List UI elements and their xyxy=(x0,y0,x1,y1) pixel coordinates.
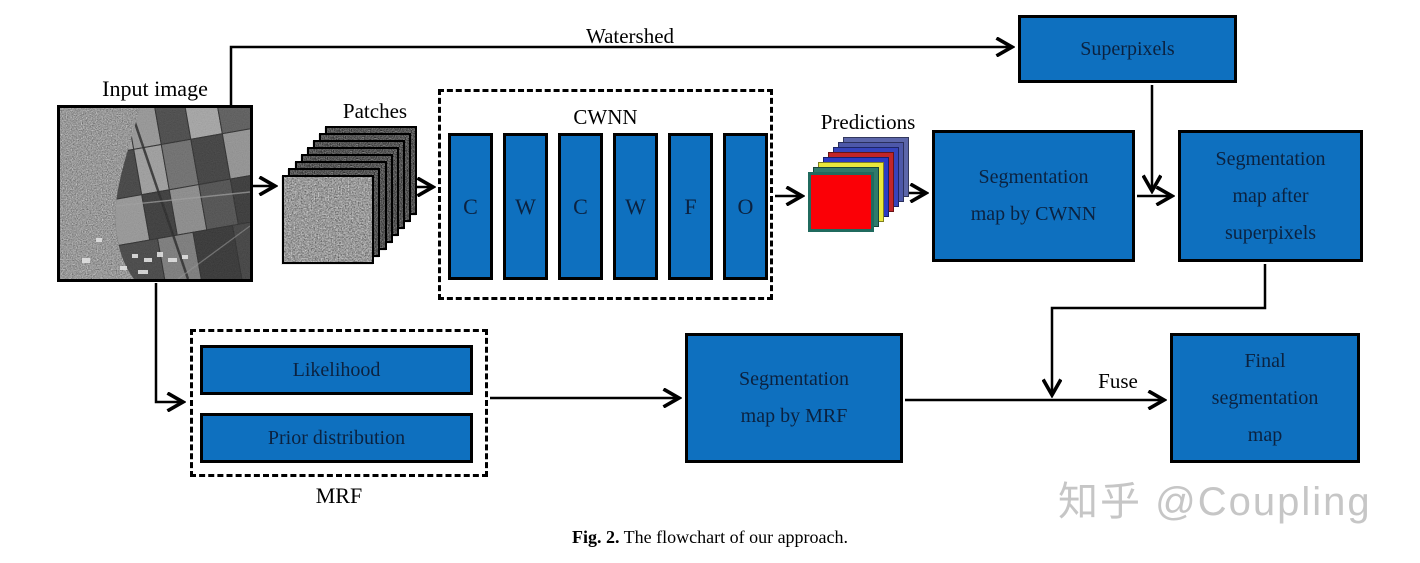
patches-label: Patches xyxy=(342,99,408,123)
cwnn-layer-output: O xyxy=(723,133,768,280)
node-line: Segmentation xyxy=(739,368,849,390)
node-line: map by MRF xyxy=(740,405,848,427)
node-line: segmentation xyxy=(1211,386,1319,409)
figure-caption-number: Fig. 2. xyxy=(571,527,620,547)
node-line: Segmentation xyxy=(1215,147,1326,170)
watermark-text: 知乎 @Coupling xyxy=(1058,480,1372,524)
node-prior-distribution: Prior distribution xyxy=(200,413,473,463)
node-line: Prior distribution xyxy=(267,426,406,449)
node-final-segmentation-map: Final segmentation map xyxy=(1170,333,1360,463)
node-line: map after xyxy=(1232,184,1309,207)
cwnn-layer-fc: F xyxy=(668,133,713,280)
node-line: Superpixels xyxy=(1080,37,1175,60)
cwnn-layer-conv2: C xyxy=(558,133,603,280)
node-likelihood: Likelihood xyxy=(200,345,473,395)
node-seg-map-after-superpixels: Segmentation map after superpixels xyxy=(1178,130,1363,262)
mrf-module-box xyxy=(190,329,488,477)
arrow-watershed xyxy=(229,47,1011,106)
input-image-thumbnail xyxy=(57,105,253,282)
cwnn-layer-letter: C xyxy=(573,193,588,219)
predictions-label: Predictions xyxy=(820,110,916,134)
prediction-layer-front xyxy=(808,172,874,232)
node-seg-map-mrf: Segmentation map by MRF xyxy=(685,333,903,463)
node-line: Final xyxy=(1244,349,1286,372)
arrow-input-to-mrf xyxy=(154,283,182,402)
node-line: superpixels xyxy=(1224,221,1317,244)
watershed-edge-label: Watershed xyxy=(585,24,675,48)
cwnn-layer-letter: O xyxy=(737,193,754,219)
cwnn-module-box xyxy=(438,89,773,300)
cwnn-layer-letter: W xyxy=(515,193,536,219)
arrow-segsup-to-fuse xyxy=(1052,264,1267,394)
cwnn-layer-letter: C xyxy=(463,193,478,219)
node-superpixels: Superpixels xyxy=(1018,15,1237,83)
sar-image-graphic xyxy=(60,108,250,279)
patch-layer-front xyxy=(282,175,374,264)
node-line: Likelihood xyxy=(292,358,381,381)
input-image-label: Input image xyxy=(102,76,208,101)
cwnn-layer-wavelet1: W xyxy=(503,133,548,280)
mrf-label: MRF xyxy=(315,483,363,508)
node-line: Segmentation xyxy=(978,166,1089,188)
cwnn-layer-conv1: C xyxy=(448,133,493,280)
cwnn-layer-wavelet2: W xyxy=(613,133,658,280)
predictions-stack xyxy=(808,137,909,232)
node-line: map xyxy=(1247,423,1283,446)
node-line: map by CWNN xyxy=(970,203,1097,225)
figure-caption-text: The flowchart of our approach. xyxy=(619,527,849,547)
patches-stack xyxy=(282,126,418,264)
cwnn-layer-letter: W xyxy=(625,193,646,219)
figure-caption: Fig. 2. The flowchart of our approach. xyxy=(0,527,1420,548)
fuse-edge-label: Fuse xyxy=(1098,369,1138,393)
node-seg-map-cwnn: Segmentation map by CWNN xyxy=(932,130,1135,262)
cwnn-layer-letter: F xyxy=(684,193,697,219)
cwnn-label: CWNN xyxy=(573,105,638,129)
